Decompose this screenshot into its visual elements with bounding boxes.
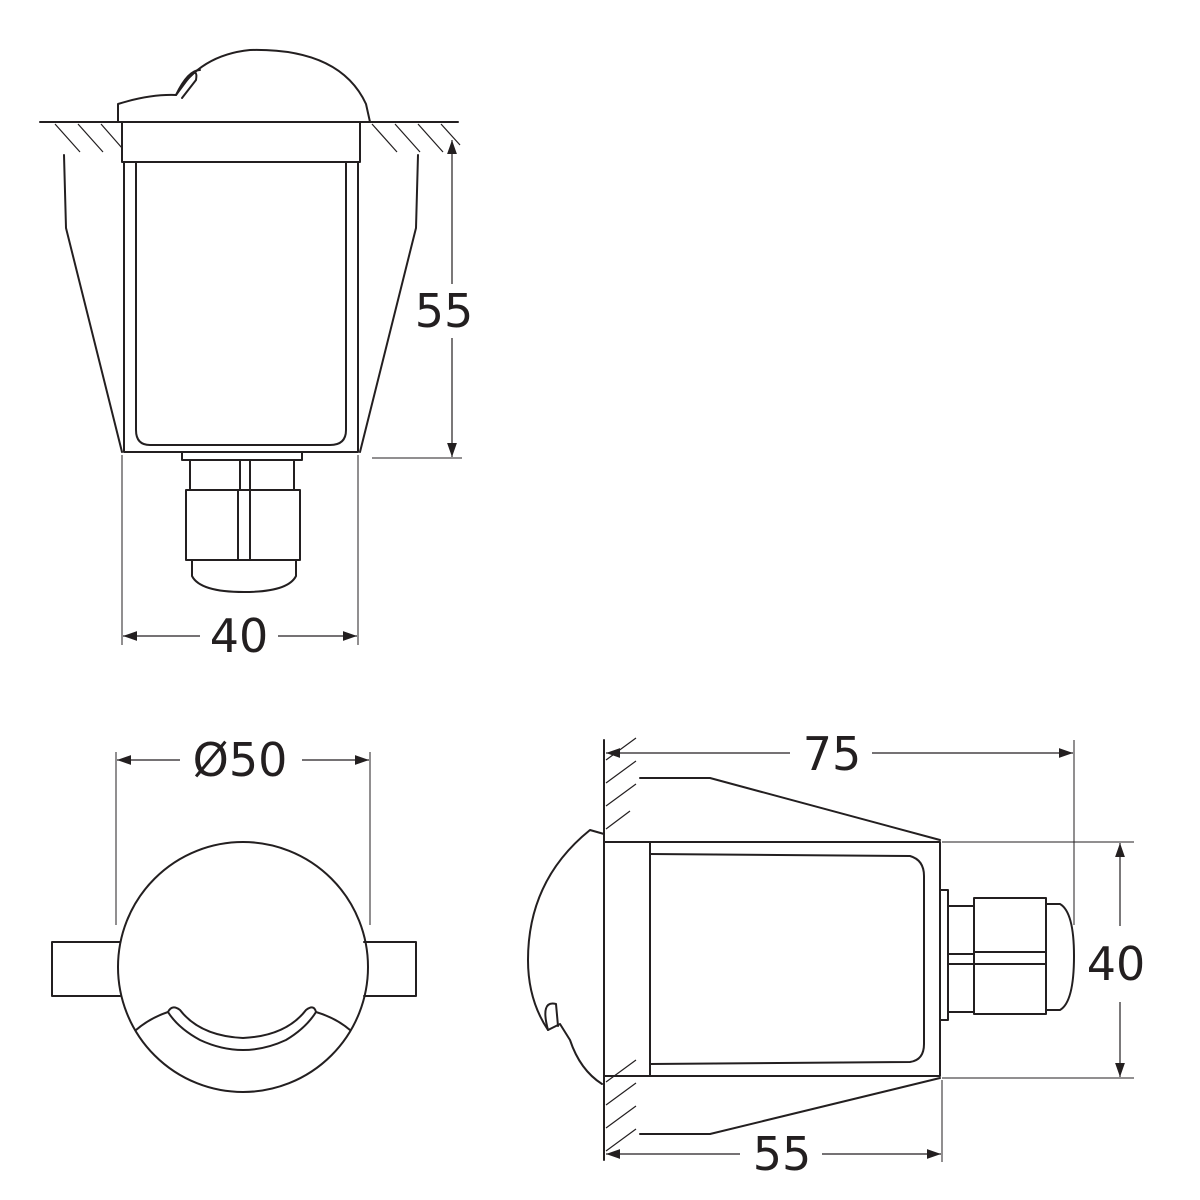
side-housing-inner xyxy=(649,853,925,1065)
side-housing-outer xyxy=(649,841,941,1077)
dim-side-depth: 55 xyxy=(753,1127,812,1181)
gland-body xyxy=(185,489,301,561)
side-view: 75 40 55 xyxy=(527,727,1146,1181)
gland-cap xyxy=(191,559,297,593)
cap-hook xyxy=(175,71,198,99)
light-opening xyxy=(135,1011,351,1051)
front-view: 55 40 xyxy=(39,48,474,663)
housing-outer xyxy=(123,161,359,453)
flange xyxy=(121,121,361,163)
sleeve-top xyxy=(639,777,941,841)
dim-side-height: 40 xyxy=(1087,937,1146,991)
tab-right xyxy=(363,941,417,997)
dome-cap xyxy=(117,48,371,123)
side-cap-hook xyxy=(544,1002,559,1031)
dim-front-width: 40 xyxy=(210,609,269,663)
top-view: Ø50 xyxy=(51,733,417,1093)
side-dome xyxy=(527,829,605,1085)
side-flange xyxy=(603,841,651,1077)
light-opening-inner xyxy=(167,1006,317,1039)
cap-circle xyxy=(117,841,369,1093)
gland-base xyxy=(181,451,303,461)
side-gland-body xyxy=(973,897,1047,1015)
dim-side-length: 75 xyxy=(803,727,862,781)
sleeve-left xyxy=(63,154,123,453)
side-gland-base xyxy=(939,889,949,1021)
side-gland-cap xyxy=(1045,903,1075,1011)
wall-hatching xyxy=(605,737,637,1152)
side-gland-nut xyxy=(947,905,975,1013)
dim-top-diameter: Ø50 xyxy=(193,733,288,787)
dim-front-height: 55 xyxy=(415,284,474,338)
gland-nut xyxy=(189,459,295,491)
ground-hatching xyxy=(54,123,461,153)
tab-left xyxy=(51,941,121,997)
sleeve-bottom xyxy=(639,1077,941,1135)
sleeve-right xyxy=(359,154,419,453)
housing-inner xyxy=(135,161,347,446)
